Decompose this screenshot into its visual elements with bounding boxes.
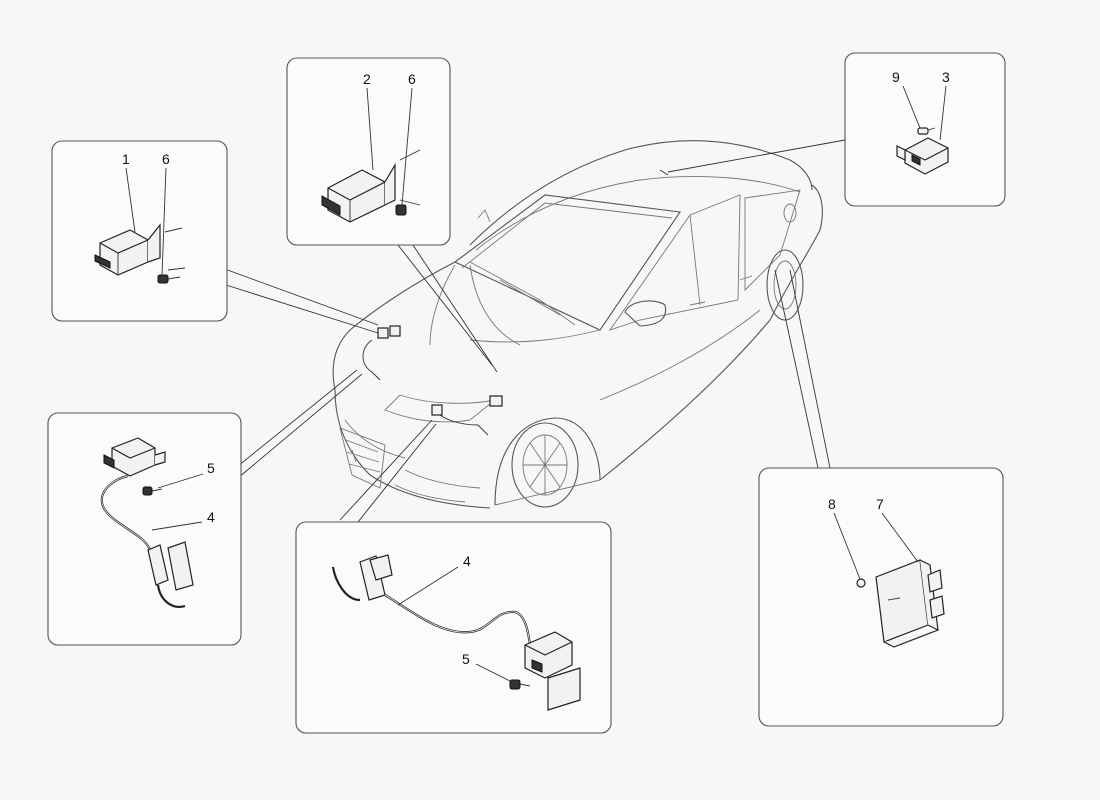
callout-7: 7 — [876, 496, 884, 512]
screw-6-icon — [395, 204, 407, 216]
callout-4: 4 — [463, 553, 471, 569]
callout-2: 2 — [363, 71, 371, 87]
callout-1: 1 — [122, 151, 130, 167]
callout-5: 5 — [462, 651, 470, 667]
screw-9-icon — [917, 127, 936, 135]
callout-3: 3 — [942, 69, 950, 85]
sensor-4-icon — [331, 554, 581, 711]
panel-6-module — [758, 467, 1004, 727]
car-mounted-parts — [362, 169, 669, 436]
panel-5-sensor — [295, 521, 612, 734]
panel-2-relay — [286, 57, 451, 246]
relay-2-icon — [321, 149, 421, 223]
nut-8-icon — [856, 578, 866, 588]
screw-5-icon — [509, 679, 531, 690]
screw-6-icon — [157, 274, 181, 284]
sensor-4-icon — [100, 437, 194, 608]
callout-8: 8 — [828, 496, 836, 512]
callout-6: 6 — [408, 71, 416, 87]
callout-6: 6 — [162, 151, 170, 167]
module-7-icon — [875, 559, 945, 648]
screw-5-icon — [142, 486, 163, 496]
callout-9: 9 — [892, 69, 900, 85]
callout-5: 5 — [207, 460, 215, 476]
relay-1-icon — [94, 223, 186, 276]
sensor-3-icon — [896, 137, 949, 175]
panel-1-relay — [51, 140, 228, 322]
panel-3-sensor — [844, 52, 1006, 207]
leader-lines — [221, 139, 846, 523]
callout-4: 4 — [207, 509, 215, 525]
panel-4-sensor — [47, 412, 242, 646]
car-illustration — [332, 140, 823, 509]
